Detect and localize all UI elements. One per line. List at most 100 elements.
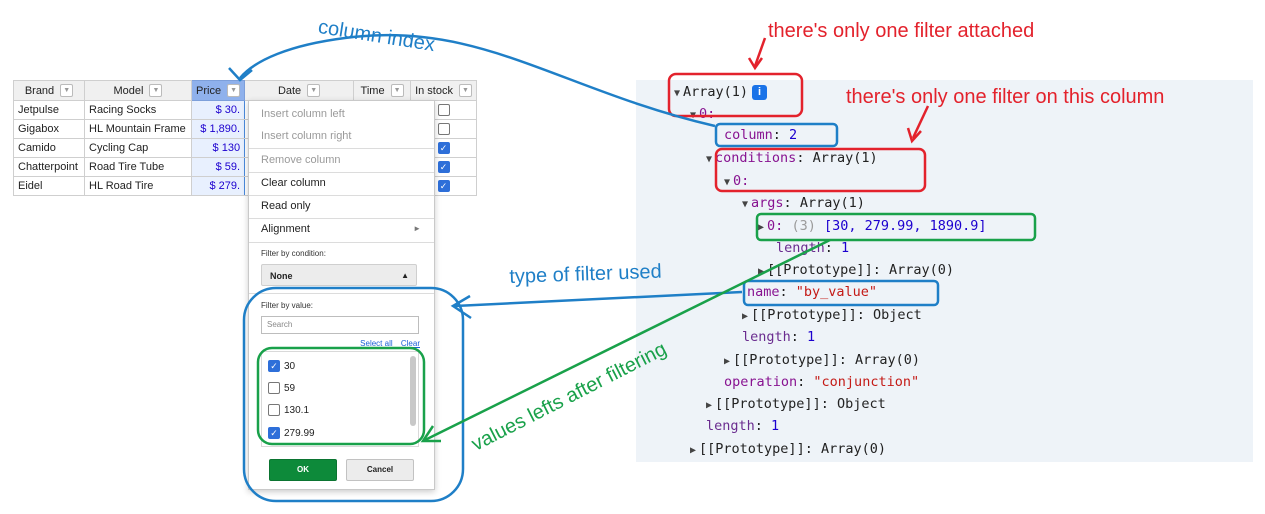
menu-separator [249,218,434,219]
filter-dropdown-icon[interactable]: ▼ [227,84,241,97]
list-item[interactable]: 59 [268,382,295,394]
console-line-conditions[interactable]: ▼conditions: Array(1) [706,150,878,166]
menu-separator [249,293,434,294]
cell-brand[interactable]: Eidel [13,176,85,196]
collapse-triangle-icon[interactable]: ▶ [724,356,731,367]
condition-select-value: None [270,271,293,281]
console-line-prototype-array[interactable]: ▶[[Prototype]]: Array(0) [758,262,954,278]
collapse-triangle-icon[interactable]: ▶ [758,222,765,233]
cell-brand[interactable]: Gigabox [13,119,85,139]
column-header-in-stock[interactable]: In stock▼ [410,80,477,101]
list-item[interactable]: ✓279.99 [268,427,315,439]
menu-item-insert-column-left[interactable]: Insert column left [261,108,345,120]
filter-search-input[interactable]: Search [261,316,419,334]
console-line-prototype-array[interactable]: ▶[[Prototype]]: Array(0) [690,441,886,457]
cell-model[interactable]: HL Mountain Frame [84,119,192,139]
annotation-one-filter-column: there's only one filter on this column [846,86,1165,108]
select-updown-icon: ▲ [401,271,409,280]
filter-dropdown-icon[interactable]: ▼ [149,84,163,97]
column-header-model[interactable]: Model▼ [84,80,192,101]
column-header-price[interactable]: Price▼ [190,80,246,101]
value-list-scrollbar[interactable] [410,356,416,426]
filter-dropdown-icon[interactable]: ▼ [60,84,74,97]
filter-by-value-label: Filter by value: [261,301,314,310]
cell-price[interactable]: $ 130 [190,138,246,158]
cell-model[interactable]: Cycling Cap [84,138,192,158]
devtools-console-panel: ▼Array(1)i ▼0: column: 2 ▼conditions: Ar… [636,80,1253,462]
menu-item-remove-column[interactable]: Remove column [261,154,341,166]
value-label: 30 [284,360,296,372]
value-label: 59 [284,382,296,394]
collapse-triangle-icon[interactable]: ▶ [742,311,749,322]
in-stock-checkbox[interactable] [437,123,450,136]
submenu-arrow-icon: ► [413,224,421,233]
expand-triangle-icon[interactable]: ▼ [742,199,749,210]
list-item[interactable]: ✓ 30 [268,360,295,372]
in-stock-checkbox[interactable]: ✓ [437,180,450,193]
console-line-args[interactable]: ▼args: Array(1) [742,195,865,211]
annotation-column-index: column index [316,16,437,57]
console-line-prototype-array[interactable]: ▶[[Prototype]]: Array(0) [724,352,920,368]
console-line-prototype-object[interactable]: ▶[[Prototype]]: Object [742,307,922,323]
collapse-triangle-icon[interactable]: ▶ [758,266,765,277]
filter-dropdown-icon[interactable]: ▼ [458,84,472,97]
value-checkbox[interactable]: ✓ [268,427,280,439]
console-line-cond-index[interactable]: ▼0: [724,173,750,189]
cancel-button[interactable]: Cancel [346,459,414,481]
expand-triangle-icon[interactable]: ▼ [706,154,713,165]
column-header-time[interactable]: Time▼ [353,80,412,101]
column-header-brand[interactable]: Brand▼ [13,80,85,101]
menu-separator [249,172,434,173]
select-all-link[interactable]: Select all [360,339,393,348]
collapse-triangle-icon[interactable]: ▶ [706,400,713,411]
cell-price[interactable]: $ 279. [190,176,246,196]
console-line-operation: operation: "conjunction" [724,374,920,390]
cell-price[interactable]: $ 1,890. [190,119,246,139]
console-line-root[interactable]: ▼Array(1)i [674,84,768,100]
cell-model[interactable]: Road Tire Tube [84,157,192,177]
cell-brand[interactable]: Chatterpoint [13,157,85,177]
select-links: Select all Clear [354,339,420,348]
filter-dropdown-icon[interactable]: ▼ [307,84,321,97]
filter-by-condition-label: Filter by condition: [261,249,326,258]
console-line-index[interactable]: ▼0: [690,106,716,122]
menu-separator [249,148,434,149]
in-stock-checkbox[interactable]: ✓ [437,161,450,174]
value-label: 130.1 [284,404,310,416]
console-line-column: column: 2 [724,127,798,143]
menu-item-alignment[interactable]: Alignment ► [261,218,421,240]
console-line-name: name: "by_value" [747,284,878,300]
cell-model[interactable]: HL Road Tire [84,176,192,196]
annotation-one-filter-attached: there's only one filter attached [768,20,1035,42]
expand-triangle-icon[interactable]: ▼ [724,177,731,188]
column-dropdown-menu: Insert column left Insert column right R… [248,100,435,490]
cell-price[interactable]: $ 30. [190,100,246,120]
menu-separator [249,195,434,196]
cell-model[interactable]: Racing Socks [84,100,192,120]
menu-item-clear-column[interactable]: Clear column [261,177,326,189]
console-line-args-values[interactable]: ▶0: (3) [30, 279.99, 1890.9] [758,218,987,234]
info-icon[interactable]: i [752,84,768,100]
expand-triangle-icon[interactable]: ▼ [674,88,681,99]
in-stock-checkbox[interactable]: ✓ [437,142,450,155]
filter-value-list: ✓ 30 59 130.1 ✓279.99 [261,351,419,447]
filter-dropdown-icon[interactable]: ▼ [390,84,404,97]
collapse-triangle-icon[interactable]: ▶ [690,445,697,456]
list-item[interactable]: 130.1 [268,404,309,416]
column-header-date[interactable]: Date▼ [244,80,355,101]
cell-price[interactable]: $ 59. [190,157,246,177]
in-stock-checkbox[interactable] [437,104,450,117]
value-checkbox[interactable] [268,382,280,394]
clear-link[interactable]: Clear [400,339,420,348]
value-checkbox[interactable] [268,404,280,416]
menu-item-read-only[interactable]: Read only [261,200,311,212]
console-line-prototype-object[interactable]: ▶[[Prototype]]: Object [706,396,886,412]
menu-item-insert-column-right[interactable]: Insert column right [261,130,352,142]
value-checkbox[interactable]: ✓ [268,360,280,372]
expand-triangle-icon[interactable]: ▼ [690,110,697,121]
ok-button[interactable]: OK [269,459,337,481]
cell-brand[interactable]: Jetpulse [13,100,85,120]
console-line-length: length: 1 [776,240,850,256]
cell-brand[interactable]: Camido [13,138,85,158]
condition-select[interactable]: None ▲ [261,264,417,286]
